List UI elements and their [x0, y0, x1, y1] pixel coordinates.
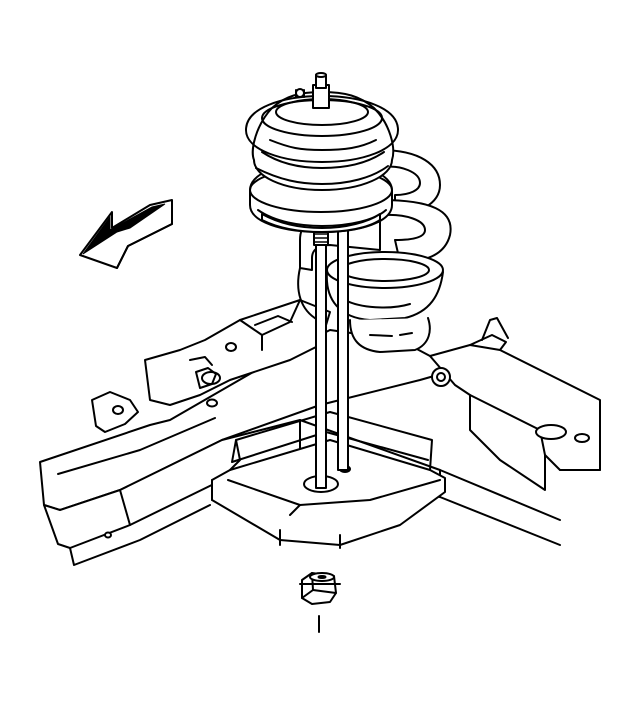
frame-bracket	[211, 411, 446, 549]
lower-control-arm	[299, 317, 601, 546]
mount-studs	[313, 221, 349, 489]
engine-mount	[245, 72, 399, 233]
arrow-left-icon	[79, 199, 173, 269]
mounting-nut	[299, 572, 341, 633]
frame-rail	[39, 299, 456, 566]
